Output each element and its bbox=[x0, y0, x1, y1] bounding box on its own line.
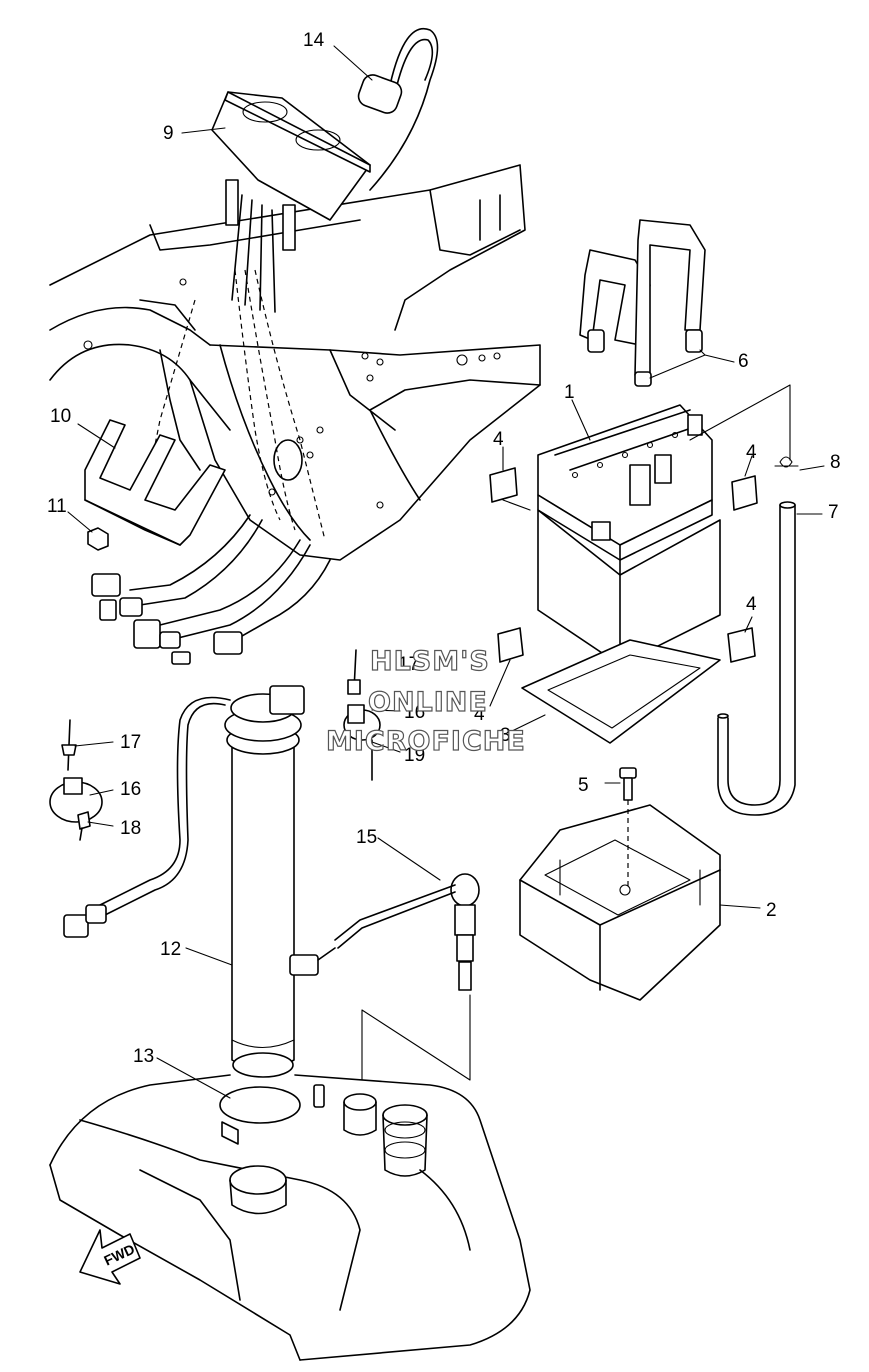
battery-box-part-2 bbox=[519, 804, 721, 1001]
watermark-line-3: MICROFICHE bbox=[326, 726, 526, 757]
callout-numbers: 14 9 10 11 1 6 4 4 4 4 8 7 3 5 2 17 16 1… bbox=[47, 30, 841, 1067]
callout-16-center: 16 bbox=[404, 702, 425, 723]
leader-lines bbox=[67, 45, 825, 1099]
callout-7: 7 bbox=[828, 502, 839, 523]
battery-part-1 bbox=[537, 404, 721, 666]
callout-17-left: 17 bbox=[120, 732, 141, 753]
watermark-line-2: ONLINE bbox=[368, 687, 488, 718]
nut-part-11 bbox=[87, 527, 109, 551]
pads-part-4 bbox=[489, 467, 758, 663]
callout-18: 18 bbox=[120, 818, 141, 839]
watermark: HLSM'S ONLINE MICROFICHE bbox=[325, 645, 526, 757]
callout-4-top-right: 4 bbox=[746, 442, 757, 463]
callout-13: 13 bbox=[133, 1046, 154, 1067]
sensor-part-15 bbox=[289, 873, 480, 1081]
callout-15: 15 bbox=[356, 827, 377, 848]
callout-3: 3 bbox=[500, 725, 511, 746]
forward-arrow: FWD bbox=[79, 1229, 141, 1285]
bracket-part-10 bbox=[84, 419, 226, 546]
callout-9: 9 bbox=[163, 123, 174, 144]
callout-17-center: 17 bbox=[398, 654, 419, 675]
callout-19: 19 bbox=[404, 745, 425, 766]
clip-assembly-center bbox=[343, 649, 381, 781]
callout-8: 8 bbox=[830, 452, 841, 473]
callout-1: 1 bbox=[564, 382, 575, 403]
callout-5: 5 bbox=[578, 775, 589, 796]
breather-hose-parts-7-8 bbox=[717, 456, 799, 816]
battery-bands-part-6 bbox=[579, 219, 706, 387]
callout-14: 14 bbox=[303, 30, 325, 51]
fuel-tank bbox=[49, 1074, 531, 1361]
battery-mat-part-3 bbox=[521, 639, 721, 744]
callout-2: 2 bbox=[766, 900, 777, 921]
grommet-part-14 bbox=[357, 27, 439, 191]
clip-assembly-left bbox=[49, 719, 103, 841]
callout-16-left: 16 bbox=[120, 779, 141, 800]
callout-4-bottom-right: 4 bbox=[746, 594, 757, 615]
callout-12: 12 bbox=[160, 939, 181, 960]
callout-4-bottom-left: 4 bbox=[474, 704, 485, 725]
callout-11: 11 bbox=[47, 496, 67, 517]
callout-4-top-left: 4 bbox=[493, 429, 504, 450]
wire-harness bbox=[91, 514, 331, 665]
bolt-part-5 bbox=[619, 767, 637, 890]
callout-10: 10 bbox=[50, 406, 71, 427]
callout-6: 6 bbox=[738, 351, 749, 372]
watermark-line-1: HLSM'S bbox=[370, 646, 490, 677]
wire-routing-dashed bbox=[139, 269, 326, 541]
sender-tube-part-12 bbox=[63, 685, 305, 1078]
frame-chassis bbox=[49, 164, 541, 561]
meter-assembly bbox=[211, 91, 371, 313]
